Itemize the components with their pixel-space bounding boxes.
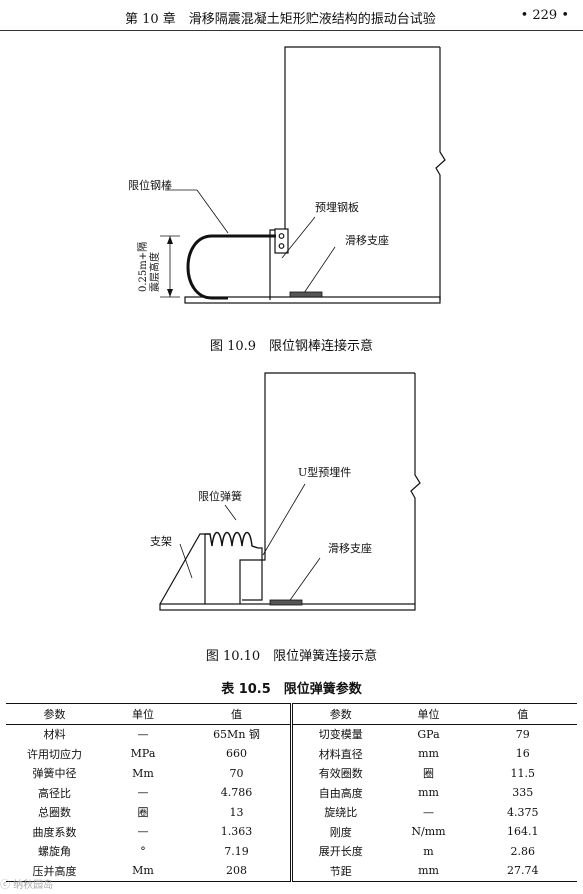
- page-header: 第 10 章 滑移隔震混凝土矩形贮液结构的振动台试验 • 229 •: [0, 0, 583, 31]
- table-cell: 高径比: [38, 786, 72, 800]
- chapter-title: 第 10 章 滑移隔震混凝土矩形贮液结构的振动台试验: [125, 12, 436, 27]
- table-cell: —: [137, 825, 149, 839]
- table-cell: 4.786: [220, 786, 253, 800]
- table-row: 材料 — 65Mn 钢 切变模量 GPa 79: [6, 724, 577, 744]
- table-cell: 4.375: [506, 805, 539, 819]
- label-height-1: 0.25m+隔: [137, 242, 149, 292]
- table-cell: 79: [515, 727, 530, 741]
- table-cell: 曲度系数: [32, 825, 77, 839]
- table-row: 总圈数 圈 13 旋绕比 — 4.375: [6, 802, 577, 822]
- spring-params-table: 参数 单位 值 参数 单位 值 材料 — 65Mn 钢 切变模量 GPa 79 …: [6, 703, 577, 882]
- label-rod: 限位钢棒: [128, 178, 172, 192]
- col-header: 值: [517, 707, 529, 721]
- figure-spring-connection: U型预埋件 限位弹簧 支架 滑移支座: [150, 372, 421, 611]
- table-title: 表 10.5 限位弹簧参数: [221, 682, 362, 697]
- col-header: 单位: [417, 707, 440, 721]
- table-cell: 材料: [43, 728, 66, 742]
- table-cell: 1.363: [220, 825, 253, 839]
- table-row: 螺旋角 ° 7.19 展开长度 m 2.86: [6, 841, 577, 861]
- table-cell: GPa: [417, 727, 440, 741]
- table-cell: 弹簧中径: [32, 767, 77, 781]
- table-cell: mm: [418, 747, 439, 761]
- figure-rod-connection: 限位钢棒 预埋钢板 滑移支座 0.25m+隔 震层高度: [128, 46, 446, 304]
- col-header: 值: [230, 707, 242, 721]
- table-row: 压并高度 Mm 208 节距 mm 27.74: [6, 861, 577, 881]
- col-header: 单位: [132, 707, 155, 721]
- table-cell: 164.1: [506, 825, 539, 839]
- table-cell: 旋绕比: [289, 802, 389, 822]
- table-cell: —: [423, 805, 435, 819]
- table-cell: m: [423, 844, 434, 858]
- table-cell: 自由高度: [289, 783, 389, 803]
- table-cell: 70: [229, 766, 244, 780]
- label-spring: 限位弹簧: [198, 489, 242, 503]
- table-cell: —: [137, 727, 149, 741]
- table-cell: MPa: [130, 747, 156, 761]
- table-cell: 660: [225, 747, 247, 761]
- table-row: 曲度系数 — 1.363 刚度 N/mm 164.1: [6, 822, 577, 842]
- table-cell: Mm: [132, 766, 154, 780]
- col-header: 参数: [43, 707, 66, 721]
- table-cell: 208: [225, 864, 247, 878]
- table-cell: 65Mn 钢: [213, 728, 260, 742]
- table-cell: N/mm: [411, 825, 446, 839]
- table-cell: 圈: [423, 767, 435, 781]
- table-cell: mm: [418, 786, 439, 800]
- table-header-row: 参数 单位 值 参数 单位 值: [6, 703, 577, 724]
- table-cell: 13: [229, 805, 244, 819]
- table-row: 许用切应力 MPa 660 材料直径 mm 16: [6, 744, 577, 764]
- table-cell: 材料直径: [289, 744, 389, 764]
- table-cell: °: [140, 844, 146, 858]
- table-cell: 切变模量: [289, 724, 389, 744]
- table-cell: 许用切应力: [27, 747, 83, 761]
- table-cell: 11.5: [510, 766, 535, 780]
- figure-1-caption: 图 10.9 限位钢棒连接示意: [209, 339, 374, 354]
- table-cell: 螺旋角: [38, 845, 72, 859]
- label-height-2: 震层高度: [148, 252, 161, 292]
- table-cell: 335: [512, 786, 534, 800]
- table-cell: 27.74: [506, 864, 539, 878]
- label-sliding-bearing: 滑移支座: [345, 233, 389, 247]
- table-cell: 2.86: [510, 844, 535, 858]
- table-row: 高径比 — 4.786 自由高度 mm 335: [6, 783, 577, 803]
- table-cell: 压并高度: [32, 864, 77, 878]
- table-cell: mm: [418, 864, 439, 878]
- label-sliding-bearing-2: 滑移支座: [328, 541, 372, 555]
- table-cell: 节距: [289, 861, 389, 881]
- table-cell: 7.19: [224, 844, 249, 858]
- table-cell: 刚度: [289, 822, 389, 842]
- table-row: 弹簧中径 Mm 70 有效圈数 圈 11.5: [6, 763, 577, 783]
- figure-2-caption: 图 10.10 限位弹簧连接示意: [205, 649, 378, 664]
- col-header: 参数: [289, 703, 389, 724]
- table-cell: 展开长度: [289, 841, 389, 861]
- table-cell: —: [137, 786, 149, 800]
- watermark: ⓒ 纳秋园岛: [0, 880, 54, 891]
- table-cell: 总圈数: [38, 806, 72, 820]
- table-cell: 有效圈数: [289, 763, 389, 783]
- table-cell: 16: [515, 747, 530, 761]
- page-number: • 229 •: [520, 8, 569, 23]
- label-support: 支架: [150, 535, 172, 548]
- table-cell: Mm: [132, 864, 154, 878]
- label-embedded-plate: 预埋钢板: [315, 200, 359, 214]
- table-cell: 圈: [137, 806, 149, 820]
- label-u-embed: U型预埋件: [298, 465, 351, 479]
